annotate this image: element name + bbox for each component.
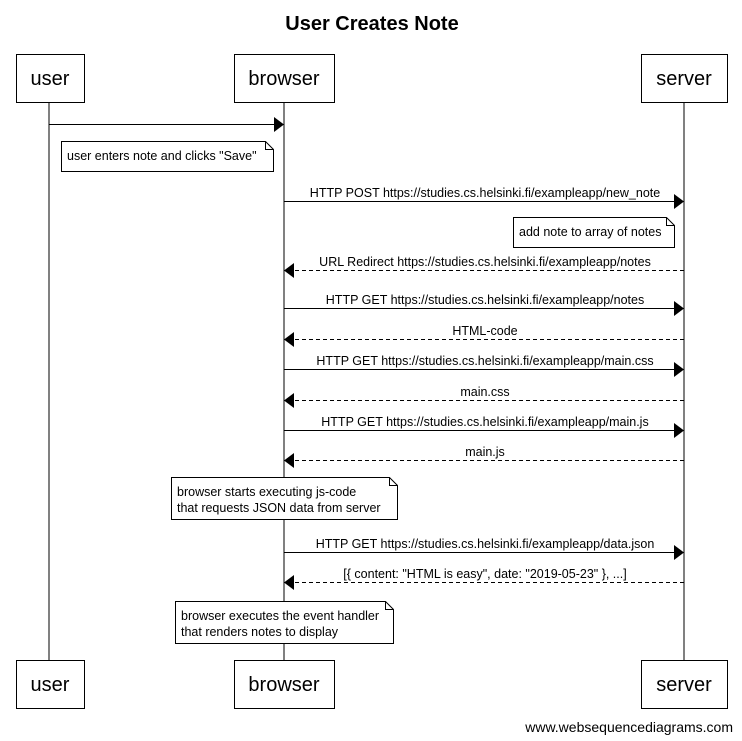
arrow-head	[284, 263, 294, 278]
note: add note to array of notes	[513, 217, 675, 248]
arrow-head	[284, 575, 294, 590]
arrow-head	[274, 117, 284, 132]
note-fold	[385, 601, 394, 610]
message-server-to-browser: URL Redirect https://studies.cs.helsinki…	[284, 255, 684, 278]
arrow-head	[284, 332, 294, 347]
message-label: URL Redirect https://studies.cs.helsinki…	[319, 255, 651, 269]
note: browser starts executing js-code that req…	[171, 477, 398, 520]
message-label: HTTP GET https://studies.cs.helsinki.fi/…	[316, 537, 655, 551]
note-text: browser starts executing js-code	[177, 485, 356, 499]
actor-label: browser	[248, 674, 319, 696]
actor-browser-top: browser	[234, 54, 335, 103]
actor-label: browser	[248, 68, 319, 90]
note-fold	[389, 477, 398, 486]
message-user-to-browser	[49, 117, 284, 132]
message-server-to-browser: main.css	[284, 385, 684, 408]
message-label: [{ content: "HTML is easy", date: "2019-…	[343, 567, 626, 581]
footer-watermark: www.websequencediagrams.com	[524, 719, 733, 735]
message-label: HTTP GET https://studies.cs.helsinki.fi/…	[326, 293, 644, 307]
lifelines	[48, 102, 685, 660]
arrow-head	[284, 453, 294, 468]
arrow-head	[674, 423, 684, 438]
actor-box	[16, 660, 85, 709]
note-text: that requests JSON data from server	[177, 501, 381, 515]
steps: user enters note and clicks "Save" HTTP P…	[49, 117, 684, 644]
arrow-head	[284, 393, 294, 408]
message-server-to-browser: main.js	[284, 445, 684, 468]
note-box	[513, 217, 675, 248]
message-browser-to-server: HTTP GET https://studies.cs.helsinki.fi/…	[284, 354, 684, 377]
message-label: HTML-code	[452, 324, 517, 338]
note-text: that renders notes to display	[181, 625, 339, 639]
actor-label: server	[656, 674, 712, 696]
actor-box	[16, 54, 85, 103]
note-box	[171, 477, 398, 520]
message-browser-to-server: HTTP GET https://studies.cs.helsinki.fi/…	[284, 537, 684, 560]
note-fold	[666, 217, 675, 226]
message-browser-to-server: HTTP POST https://studies.cs.helsinki.fi…	[284, 186, 684, 209]
message-label: main.js	[465, 445, 505, 459]
actor-box	[234, 54, 335, 103]
note: user enters note and clicks "Save"	[61, 141, 274, 172]
actor-box	[641, 660, 728, 709]
message-label: main.css	[460, 385, 509, 399]
actor-label: server	[656, 68, 712, 90]
note-box	[61, 141, 274, 172]
message-server-to-browser: [{ content: "HTML is easy", date: "2019-…	[284, 567, 684, 590]
actor-box	[641, 54, 728, 103]
actor-label: user	[31, 68, 70, 90]
arrow-head	[674, 194, 684, 209]
arrow-head	[674, 362, 684, 377]
message-label: HTTP GET https://studies.cs.helsinki.fi/…	[316, 354, 653, 368]
actor-server-top: server	[641, 54, 728, 103]
actor-server-bottom: server	[641, 660, 728, 709]
actor-box	[234, 660, 335, 709]
actor-user-bottom: user	[16, 660, 85, 709]
actors: user user browser browser server server	[16, 54, 728, 709]
message-browser-to-server: HTTP GET https://studies.cs.helsinki.fi/…	[284, 415, 684, 438]
note-box	[175, 601, 394, 644]
note-fold	[265, 141, 274, 150]
actor-browser-bottom: browser	[234, 660, 335, 709]
arrow-head	[674, 301, 684, 316]
note: browser executes the event handler that r…	[175, 601, 394, 644]
arrow-head	[674, 545, 684, 560]
message-browser-to-server: HTTP GET https://studies.cs.helsinki.fi/…	[284, 293, 684, 316]
actor-label: user	[31, 674, 70, 696]
note-text: browser executes the event handler	[181, 609, 379, 623]
note-text: user enters note and clicks "Save"	[67, 149, 257, 163]
actor-user-top: user	[16, 54, 85, 103]
note-text: add note to array of notes	[519, 225, 661, 239]
message-label: HTTP GET https://studies.cs.helsinki.fi/…	[321, 415, 648, 429]
message-label: HTTP POST https://studies.cs.helsinki.fi…	[310, 186, 660, 200]
diagram-title: User Creates Note	[285, 13, 458, 35]
message-server-to-browser: HTML-code	[284, 324, 684, 347]
